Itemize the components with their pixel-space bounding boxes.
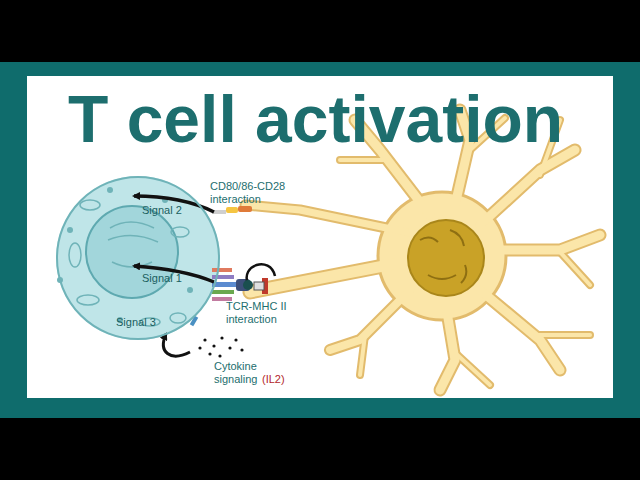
cytokine-dots (198, 336, 243, 357)
tcr-complex (212, 264, 275, 301)
dendritic-nucleus (408, 220, 484, 296)
t-cell-body (56, 176, 220, 340)
vesicles (57, 187, 193, 323)
interaction-label: TCR-MHC II interaction (226, 300, 318, 325)
cd28-cd80 (212, 206, 252, 214)
cytokine-label: Cytokine signaling (214, 360, 270, 385)
signal-label: Signal 2 (142, 204, 182, 217)
signal-label: Signal 1 (142, 272, 182, 285)
signal-label: Signal 3 (116, 316, 156, 329)
t-cell: Signal 2 Signal 1 Signal 3 (56, 176, 220, 340)
t-cell-nucleus (86, 206, 178, 298)
interaction-label: CD80/86-CD28 interaction (210, 180, 306, 205)
signal-3-arrow (163, 334, 190, 356)
il2-label: (IL2) (262, 373, 302, 386)
organelles (69, 200, 189, 326)
title: T cell activation (68, 82, 563, 158)
